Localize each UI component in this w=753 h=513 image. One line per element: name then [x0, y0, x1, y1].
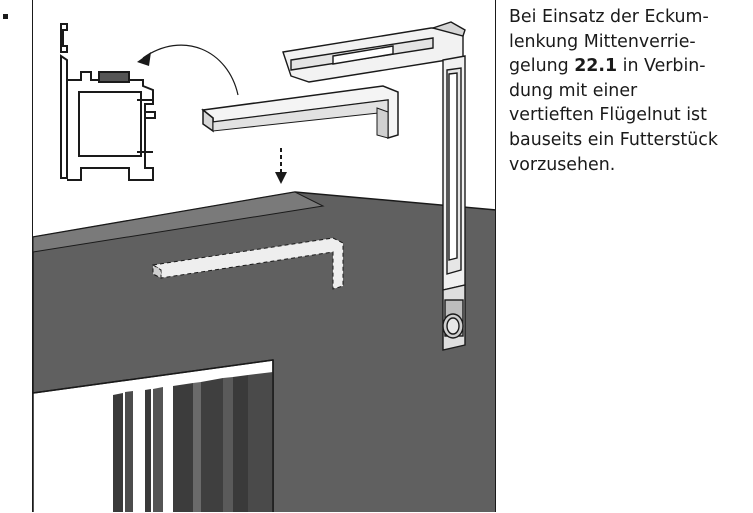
arrow-down-dashed-icon — [275, 148, 287, 184]
reference-number: 22.1 — [574, 56, 618, 77]
illustration-frame — [32, 0, 496, 512]
caption-line-7: vorzusehen. — [509, 154, 616, 175]
instruction-text: Bei Einsatz der Eckum- lenkung Mittenver… — [509, 5, 753, 177]
bullet-icon — [3, 14, 8, 19]
arrow-curved-icon — [137, 44, 239, 96]
filler-piece — [201, 85, 399, 140]
caption-line-1: Bei Einsatz der Eckum- — [509, 7, 709, 27]
caption-line-2: lenkung Mittenverrie- — [509, 31, 696, 52]
profile-cross-section — [60, 23, 156, 181]
filler-piece-in-groove — [151, 237, 344, 290]
installation-illustration — [33, 21, 495, 512]
corner-drive-hardware — [282, 21, 466, 351]
caption-line-3-pre: gelung — [509, 56, 575, 77]
caption-line-6: bauseits ein Futterstück — [509, 129, 718, 150]
caption-line-3-post: in Verbin- — [617, 56, 706, 77]
caption-line-5: vertieften Flügelnut ist — [509, 105, 707, 126]
caption-line-4: dung mit einer — [509, 80, 638, 101]
sash-frame — [33, 191, 495, 512]
caption-line-3: gelung 22.1 in Verbin- — [509, 54, 753, 79]
